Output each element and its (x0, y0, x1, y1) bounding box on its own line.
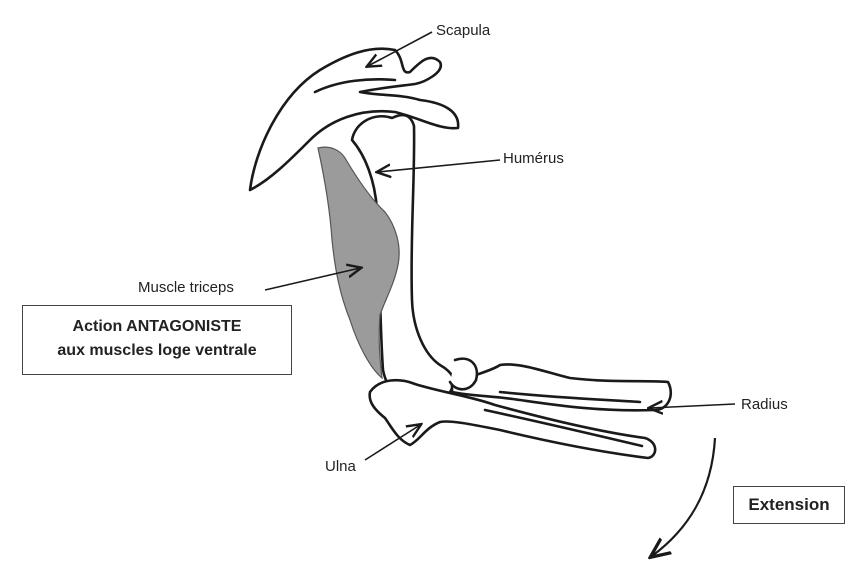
extension-arrow (652, 437, 717, 556)
triceps-muscle (317, 146, 400, 380)
antagonist-action-line2: aux muscles loge ventrale (57, 342, 257, 359)
extension-box: Extension (733, 486, 845, 524)
label-ulna: Ulna (325, 458, 356, 475)
radius-arrow (650, 404, 736, 408)
radius-inner-line (498, 390, 642, 404)
scapula-bone (248, 47, 460, 192)
ulna-inner-line (483, 408, 644, 448)
label-scapula: Scapula (436, 22, 491, 39)
ulna-bone (368, 378, 657, 460)
label-radius: Radius (741, 396, 788, 413)
label-triceps: Muscle triceps (138, 279, 234, 296)
scapula-arrow (368, 31, 433, 66)
antagonist-action-box: Action ANTAGONISTE aux muscles loge vent… (22, 305, 292, 375)
radius-bone (450, 363, 673, 412)
ulna-arrow (364, 425, 420, 461)
antagonist-action-line1: Action ANTAGONISTE (72, 318, 242, 335)
scapula-inner-line (313, 78, 397, 94)
label-humerus: Humérus (503, 150, 564, 167)
triceps-arrow (264, 268, 360, 291)
olecranon (448, 357, 479, 391)
humerus-arrow (378, 159, 501, 172)
